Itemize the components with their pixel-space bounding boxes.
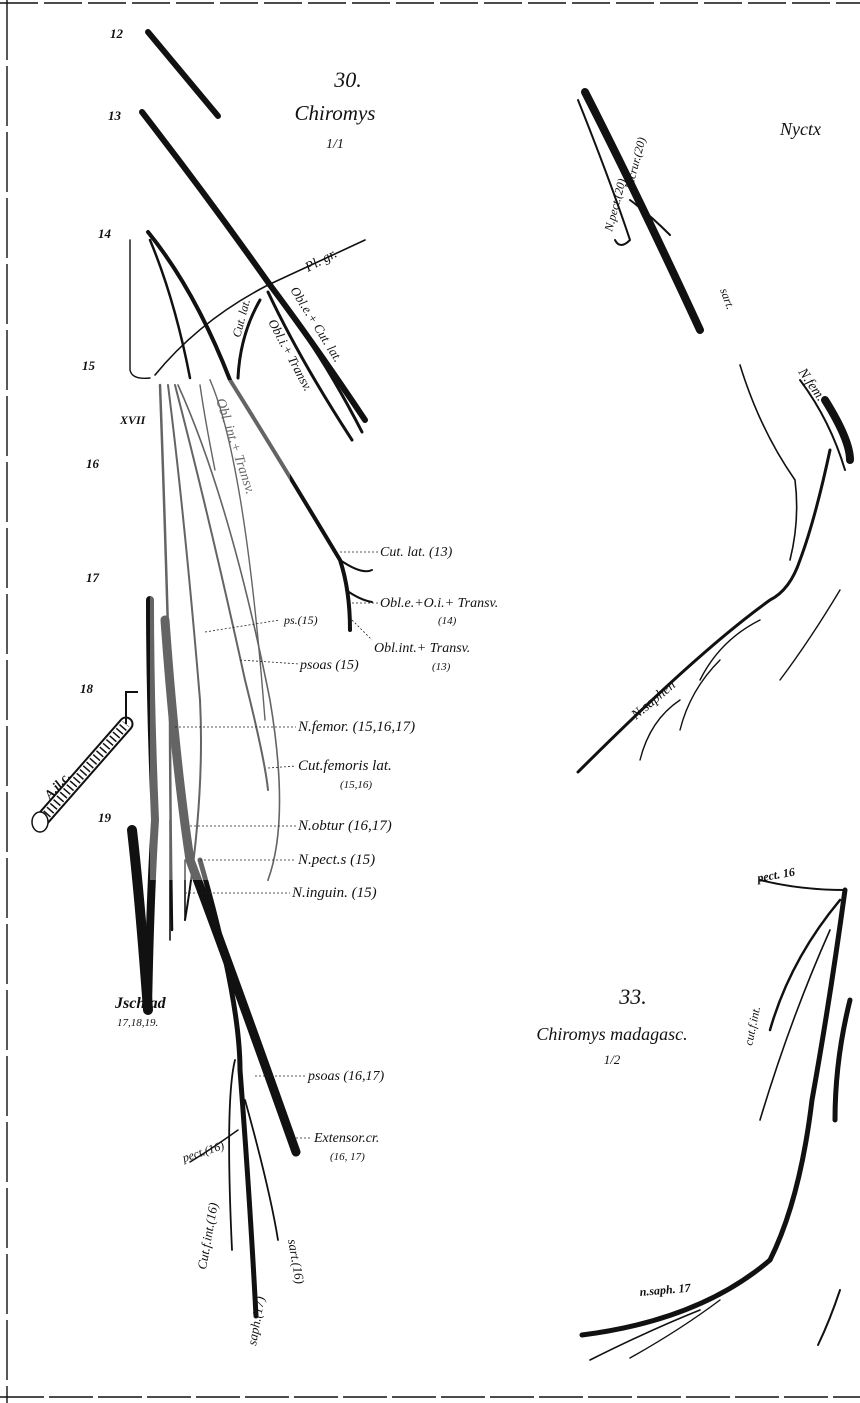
- figure-30-number: 30.: [333, 67, 362, 92]
- figure-33-name: Chiromys madagasc.: [536, 1024, 687, 1044]
- pl-gr-label: Pl. gr.: [302, 246, 340, 276]
- overlay-region: [150, 380, 290, 880]
- n-saphen-label: N.saphen: [628, 678, 679, 724]
- callout-ps-15: ps.(15): [283, 613, 318, 627]
- callout-cut-lat-13: Cut. lat. (13): [380, 545, 453, 560]
- sart-16-label: sart.(16): [285, 1238, 308, 1285]
- figure-33-scale: 1/2: [604, 1052, 621, 1067]
- saphen-branch: [780, 590, 840, 680]
- a-il-c-artery: [32, 692, 138, 832]
- pect-16-33-label: pect. 16: [755, 865, 796, 886]
- leader-line: [352, 620, 372, 640]
- callout-n-femor: N.femor. (15,16,17): [297, 719, 415, 735]
- segment-number: 19: [98, 810, 112, 825]
- segment-number: 14: [98, 226, 112, 241]
- callout-obl-e-oi-transv: Obl.e.+O.i.+ Transv.: [380, 596, 498, 611]
- segment-number: 17: [86, 570, 100, 585]
- pect-16-label: pect.(16): [180, 1138, 226, 1165]
- cut-f-int-33-label: cut.f.int.: [741, 1005, 763, 1047]
- ischiad-label: Jschiad: [114, 995, 167, 1012]
- saph-branch-33: [630, 1300, 720, 1358]
- sart-label: sart.: [717, 286, 738, 311]
- figure-30-name: Chiromys: [295, 101, 376, 125]
- callout-extensor-cr: Extensor.cr.: [313, 1131, 379, 1146]
- figure-33-number: 33.: [618, 984, 647, 1009]
- callout-psoas-16-17: psoas (16,17): [307, 1069, 385, 1084]
- segment-number: 12: [110, 26, 124, 41]
- segment-number: 15: [82, 358, 96, 373]
- figure-31-partial: Nyctx N.pect.(20) N.crur.(20) sart. N.fe…: [578, 92, 850, 772]
- callout-n-obtur: N.obtur (16,17): [297, 818, 392, 834]
- ischiad-segments-label: 17,18,19.: [117, 1017, 158, 1029]
- figure-31-name: Nyctx: [779, 119, 821, 139]
- cut-f-int-label: Cut.f.int.(16): [194, 1201, 220, 1270]
- n-fem-label: N.fem.: [794, 365, 828, 404]
- callout-extensor-cr-sub: (16, 17): [330, 1151, 365, 1163]
- branch-33: [835, 1000, 850, 1120]
- callout-n-inguin: N.inguin. (15): [291, 885, 377, 901]
- nerve-12: [148, 32, 218, 116]
- callout-obl-int-transv-sub: (13): [432, 661, 451, 673]
- callout-cut-femoris-lat: Cut.femoris lat.: [298, 758, 392, 774]
- n-saphen-trunk: [578, 450, 830, 772]
- segment-number: 18: [80, 681, 94, 696]
- callout-psoas-15: psoas (15): [299, 658, 359, 673]
- callout-obl-int-transv: Obl.int.+ Transv.: [374, 641, 470, 656]
- callout-n-pect: N.pect.s (15): [297, 852, 375, 868]
- roman-numeral: XVII: [119, 413, 147, 427]
- body-wall-outline: [130, 240, 150, 378]
- figure-30: 30. Chiromys 1/1 12 13 14 15 16 17 18 19…: [32, 26, 498, 1347]
- segment-number: 16: [86, 456, 100, 471]
- segment-number: 13: [108, 108, 122, 123]
- n-fem-branch: [740, 365, 797, 560]
- saph-branch-33: [818, 1290, 840, 1345]
- nerve-13: [142, 112, 365, 420]
- saph-branch-33: [590, 1310, 700, 1360]
- n-saph-33-label: n.saph. 17: [639, 1281, 692, 1299]
- saph-17-label: saph.(17): [244, 1295, 267, 1346]
- n-saph-trunk: [582, 890, 845, 1335]
- callout-obl-e-oi-transv-sub: (14): [438, 615, 457, 627]
- figure-33: 33. Chiromys madagasc. 1/2 pect. 16 cut.…: [536, 865, 850, 1360]
- callout-cut-femoris-lat-sub: (15,16): [340, 779, 372, 791]
- cut-f-int-nerve: [229, 1060, 235, 1250]
- figure-30-scale: 1/1: [326, 137, 344, 152]
- ischiad-thick: [132, 830, 148, 1010]
